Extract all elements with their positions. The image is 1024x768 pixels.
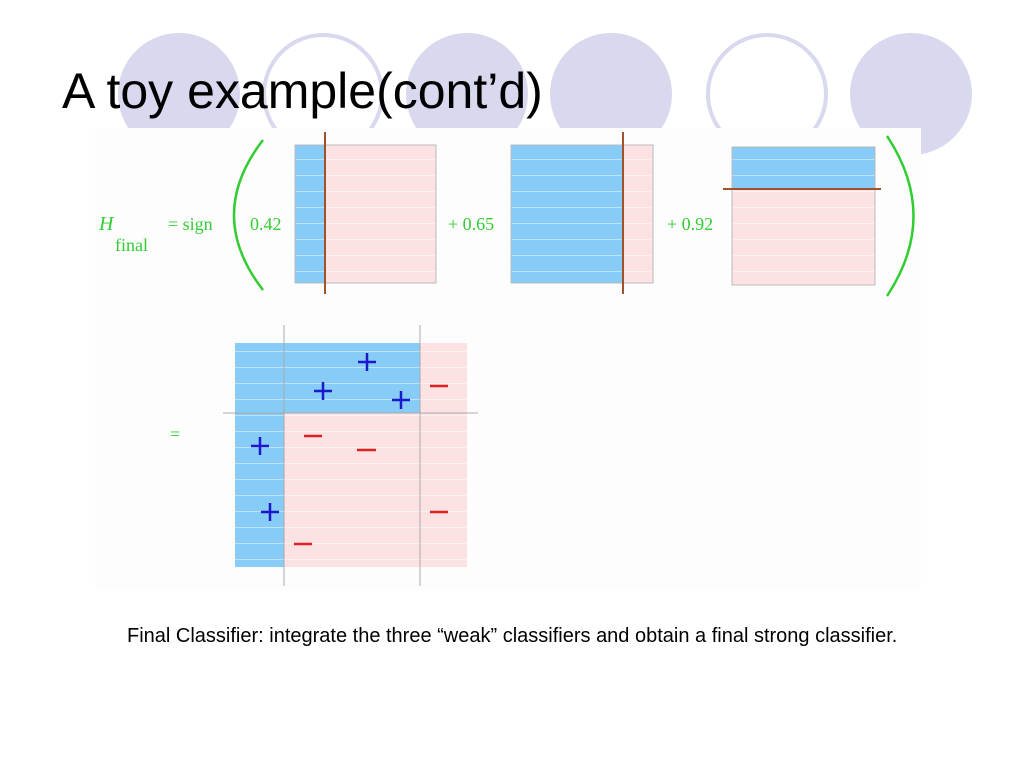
weak-classifier-1 xyxy=(294,132,437,294)
weight-3: + 0.92 xyxy=(667,214,713,234)
weight-1: 0.42 xyxy=(250,214,282,234)
h-subscript: final xyxy=(115,235,148,255)
slide-caption: Final Classifier: integrate the three “w… xyxy=(127,625,898,647)
weak-classifier-2 xyxy=(510,132,654,294)
negative-samples xyxy=(294,384,448,546)
weak-classifier-3 xyxy=(723,146,881,286)
weight-2: + 0.65 xyxy=(448,214,494,234)
plus-mark xyxy=(314,382,332,400)
sign-text: = sign xyxy=(168,214,213,234)
plus-mark xyxy=(251,437,269,455)
positive-samples xyxy=(251,353,410,521)
h-symbol: H xyxy=(98,213,115,235)
left-parenthesis xyxy=(232,139,264,291)
slide-title: A toy example(cont’d) xyxy=(62,63,543,119)
right-parenthesis xyxy=(885,135,915,297)
classifier-figure: H final = sign 0.42 + 0.65 + 0.92 = xyxy=(95,128,921,590)
plus-mark xyxy=(392,391,410,409)
final-classifier xyxy=(223,325,478,586)
plus-mark xyxy=(358,353,376,371)
equals-sign: = xyxy=(170,424,180,444)
plus-mark xyxy=(261,503,279,521)
